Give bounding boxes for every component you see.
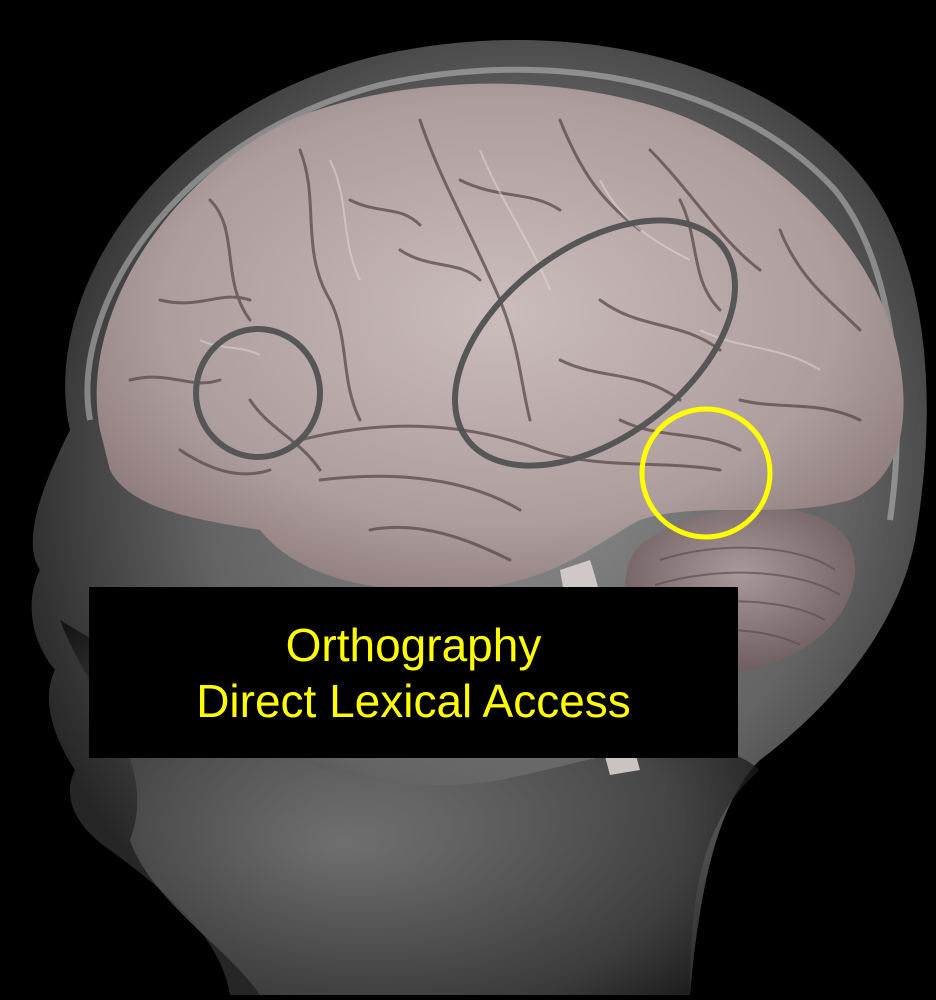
caption-subtitle: Direct Lexical Access xyxy=(196,673,631,729)
caption-box: Orthography Direct Lexical Access xyxy=(89,587,738,758)
caption-title: Orthography xyxy=(286,617,542,673)
